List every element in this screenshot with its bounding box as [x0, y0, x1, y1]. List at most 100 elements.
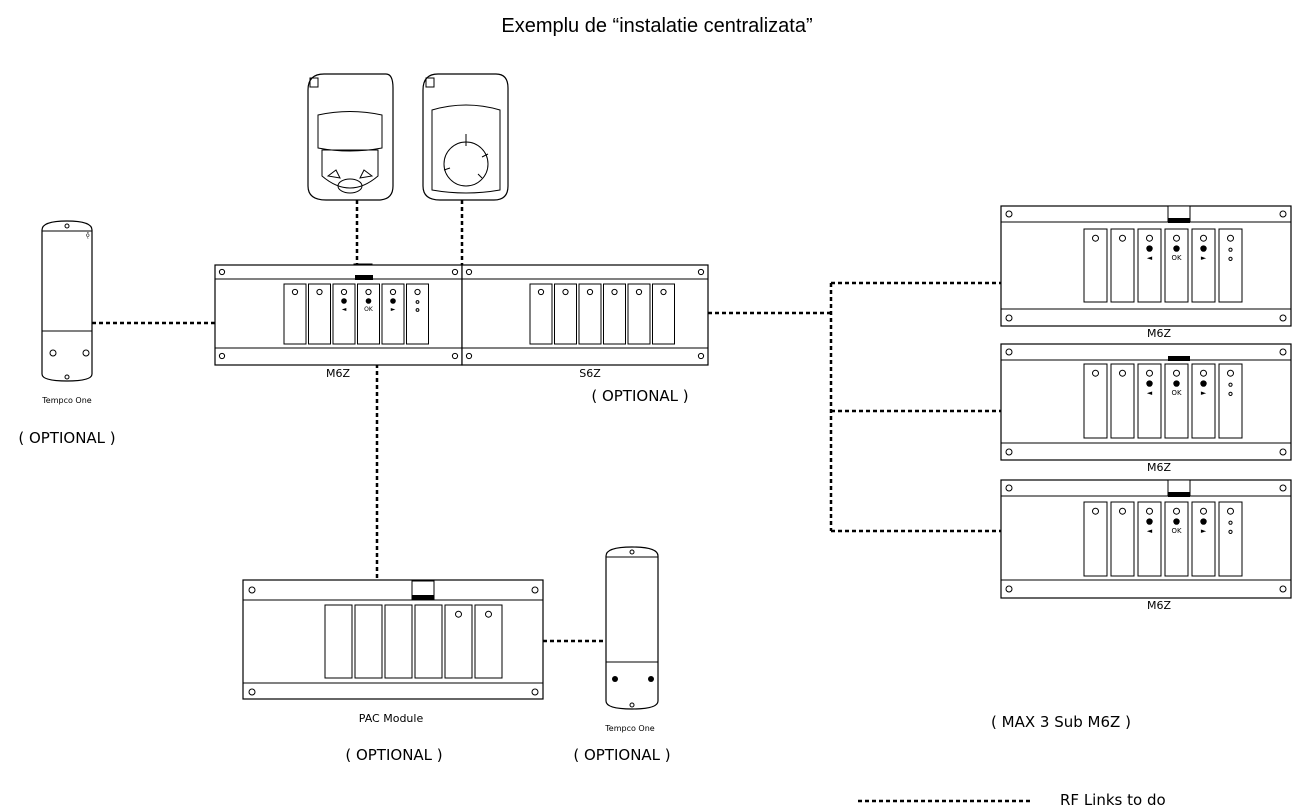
right-arrow-icon: ► — [1201, 527, 1207, 535]
module-slot — [1164, 363, 1189, 439]
ok-label: OK — [1172, 254, 1182, 262]
right-arrow-icon: ► — [1201, 254, 1207, 262]
sub-m6z-module-2: ◄OK► — [1000, 343, 1292, 461]
module-slot — [1137, 501, 1162, 577]
led-icon — [562, 288, 569, 296]
tempco-left-label: Tempco One — [41, 396, 92, 405]
module-slot — [414, 604, 443, 679]
tempco-one-bottom-icon — [605, 546, 659, 710]
led-icon — [1119, 369, 1126, 377]
led-icon — [1200, 234, 1207, 242]
module-slot — [1110, 501, 1135, 577]
module-slot — [406, 283, 429, 345]
button-dot-icon — [1146, 245, 1153, 252]
programmable-thermostat-icon — [307, 73, 394, 280]
optional-s6z-note: ( OPTIONAL ) — [591, 387, 688, 405]
module-slot — [1083, 228, 1108, 303]
ok-label: OK — [364, 306, 374, 313]
optional-tempco-note: ( OPTIONAL ) — [573, 746, 670, 764]
led-icon — [586, 288, 594, 296]
button-dot-icon — [1173, 518, 1180, 525]
left-arrow-icon: ◄ — [1147, 389, 1153, 397]
button-dot-icon — [1146, 380, 1153, 387]
button-dot-icon — [1200, 380, 1207, 387]
sub-m6z-module-3: ◄ OK ► — [1000, 479, 1292, 599]
pac-module — [242, 579, 544, 700]
led-icon — [635, 288, 643, 296]
button-dot-icon — [1200, 518, 1207, 525]
led-icon — [485, 610, 492, 618]
module-slot — [384, 604, 413, 679]
button-dot-icon — [1173, 245, 1180, 252]
module-slot — [1218, 363, 1243, 439]
module-slot — [1083, 363, 1108, 439]
led-icon — [611, 288, 618, 296]
module-slot — [529, 283, 553, 345]
button-dot-icon — [1146, 518, 1153, 525]
button-dot-icon — [1200, 245, 1207, 252]
module-slot — [627, 283, 651, 345]
module-slot — [554, 283, 577, 345]
led-icon — [340, 288, 348, 296]
led-icon — [1092, 369, 1099, 377]
sub-m6z-module-1: ◄ OK ► — [1000, 205, 1292, 327]
s6z-label: S6Z — [579, 367, 601, 380]
optional-pac-note: ( OPTIONAL ) — [345, 746, 442, 764]
module-slot — [308, 283, 331, 345]
led-icon — [1146, 234, 1153, 242]
pac-module-label: PAC Module — [359, 712, 424, 725]
module-slot — [652, 283, 675, 345]
led-icon — [1227, 507, 1234, 515]
module-slot — [324, 604, 353, 679]
button-dot-icon — [390, 298, 396, 304]
sub-m6z-2-label: M6Z — [1147, 461, 1171, 474]
module-slot — [1218, 228, 1243, 303]
module-slot — [283, 283, 307, 345]
led-icon — [1146, 369, 1153, 377]
ok-label: OK — [1172, 527, 1182, 535]
module-slot — [1110, 363, 1135, 439]
tempco-one-left-icon: ǭ — [41, 220, 93, 382]
button-dot-icon — [365, 298, 372, 304]
led-icon — [1173, 369, 1180, 377]
diagram-title: Exemplu de “instalatie centralizata” — [501, 15, 812, 37]
button-dot-icon — [341, 298, 347, 304]
button-dot-icon — [1173, 380, 1180, 387]
led-icon — [1092, 234, 1099, 242]
left-arrow-icon: ◄ — [1147, 254, 1153, 262]
led-icon — [365, 288, 372, 296]
tempco-bottom-label: Tempco One — [604, 724, 655, 733]
left-arrow-icon: ◄ — [342, 306, 347, 313]
led-icon — [660, 288, 667, 296]
module-slot — [354, 604, 383, 679]
module-slot — [603, 283, 626, 345]
led-icon — [1173, 234, 1180, 242]
led-icon — [537, 288, 545, 296]
right-arrow-icon: ► — [391, 306, 396, 313]
svg-text:ǭ: ǭ — [86, 232, 90, 239]
led-icon — [316, 288, 323, 296]
module-slot — [1137, 363, 1162, 439]
module-slot — [1110, 228, 1135, 303]
led-icon — [1227, 369, 1234, 377]
led-icon — [1227, 234, 1234, 242]
led-icon — [1119, 507, 1126, 515]
module-slot — [1218, 501, 1243, 577]
module-slot — [1083, 501, 1108, 577]
module-slot — [357, 283, 380, 345]
module-slot — [1164, 228, 1189, 303]
rf-link-lines — [92, 200, 1001, 643]
main-m6z-module: ◄ OK ► — [214, 264, 463, 366]
optional-left-note: ( OPTIONAL ) — [18, 429, 115, 447]
led-icon — [1146, 507, 1153, 515]
led-icon — [291, 288, 299, 296]
module-slot — [1191, 363, 1216, 439]
right-arrow-icon: ► — [1201, 389, 1207, 397]
s6z-module — [461, 264, 709, 366]
left-arrow-icon: ◄ — [1147, 527, 1153, 535]
module-slot — [332, 283, 356, 345]
module-slot — [1191, 228, 1216, 303]
module-slot — [1191, 501, 1216, 577]
led-icon — [389, 288, 397, 296]
